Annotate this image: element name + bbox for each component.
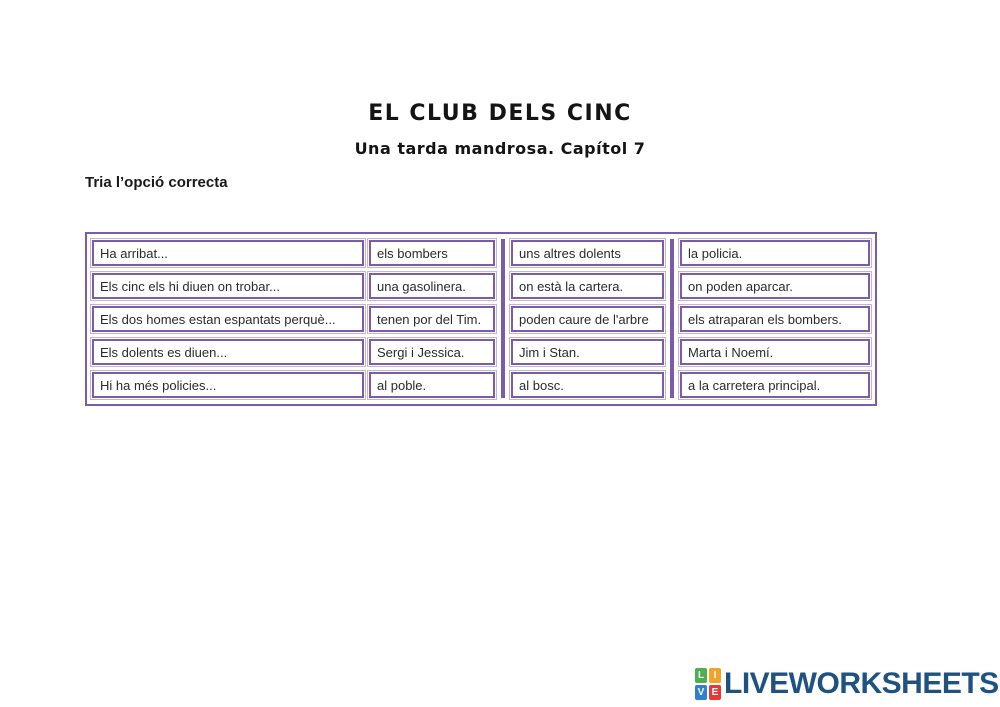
logo-square-orange: I bbox=[709, 668, 721, 683]
question-cell: Hi ha més policies... bbox=[92, 372, 364, 398]
option-column-2: uns altres dolents on està la cartera. p… bbox=[511, 240, 664, 398]
option-cell[interactable]: on està la cartera. bbox=[511, 273, 664, 299]
column-separator bbox=[670, 239, 674, 398]
option-cell[interactable]: Jim i Stan. bbox=[511, 339, 664, 365]
question-cell: Ha arribat... bbox=[92, 240, 364, 266]
option-cell[interactable]: on poden aparcar. bbox=[680, 273, 870, 299]
logo-square-green: L bbox=[695, 668, 707, 683]
option-cell[interactable]: els atraparan els bombers. bbox=[680, 306, 870, 332]
option-cell[interactable]: tenen por del Tim. bbox=[369, 306, 495, 332]
logo-square-red: E bbox=[709, 685, 721, 700]
logo-square-blue: V bbox=[695, 685, 707, 700]
liveworksheets-logo-icon: L I V E bbox=[695, 668, 721, 700]
option-cell[interactable]: els bombers bbox=[369, 240, 495, 266]
liveworksheets-wordmark: LIVEWORKSHEETS bbox=[724, 667, 999, 700]
option-cell[interactable]: Sergi i Jessica. bbox=[369, 339, 495, 365]
option-cell[interactable]: al poble. bbox=[369, 372, 495, 398]
page-title: EL CLUB DELS CINC bbox=[368, 101, 632, 126]
option-cell[interactable]: Marta i Noemí. bbox=[680, 339, 870, 365]
liveworksheets-logo: L I V E LIVEWORKSHEETS bbox=[695, 667, 999, 701]
option-column-3: la policia. on poden aparcar. els atrapa… bbox=[680, 240, 870, 398]
question-cell: Els dolents es diuen... bbox=[92, 339, 364, 365]
option-cell[interactable]: la policia. bbox=[680, 240, 870, 266]
option-cell[interactable]: uns altres dolents bbox=[511, 240, 664, 266]
multiple-choice-table: Ha arribat... Els cinc els hi diuen on t… bbox=[85, 232, 877, 406]
question-column: Ha arribat... Els cinc els hi diuen on t… bbox=[92, 240, 364, 398]
column-separator bbox=[501, 239, 505, 398]
instruction-text: Tria l’opció correcta bbox=[85, 174, 228, 191]
option-cell[interactable]: una gasolinera. bbox=[369, 273, 495, 299]
question-cell: Els cinc els hi diuen on trobar... bbox=[92, 273, 364, 299]
option-cell[interactable]: al bosc. bbox=[511, 372, 664, 398]
option-cell[interactable]: poden caure de l'arbre bbox=[511, 306, 664, 332]
page-subtitle: Una tarda mandrosa. Capítol 7 bbox=[354, 139, 646, 158]
question-cell: Els dos homes estan espantats perquè... bbox=[92, 306, 364, 332]
option-column-1: els bombers una gasolinera. tenen por de… bbox=[369, 240, 495, 398]
option-cell[interactable]: a la carretera principal. bbox=[680, 372, 870, 398]
